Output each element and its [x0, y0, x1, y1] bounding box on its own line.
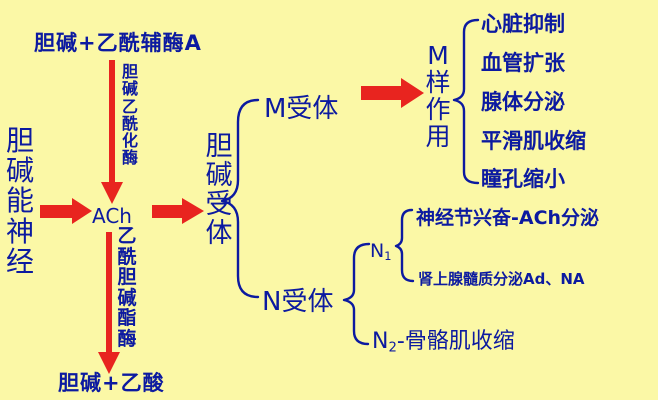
synthesis-substrates: 胆碱+乙酰辅酶A	[34, 31, 202, 55]
n2-effect: -骨骼肌收缩	[396, 329, 515, 354]
bracket-m-effects	[452, 18, 480, 185]
n1-subscript: 1	[384, 248, 392, 263]
n-receptor-label: N受体	[262, 287, 334, 317]
m-effect-4: 平滑肌收缩	[481, 129, 586, 153]
m-effect-1: 心脏抑制	[481, 12, 565, 36]
synthesis-enzyme: 胆碱乙酰化酶	[121, 62, 138, 168]
n2-line: N2-骨骼肌收缩	[372, 331, 515, 355]
m-effect-5: 瞳孔缩小	[481, 167, 565, 191]
n1-letter: N	[370, 240, 385, 262]
bracket-receptor	[220, 98, 260, 299]
arrow-ach-to-receptor	[152, 198, 204, 224]
n1-effect-1: 神经节兴奋-ACh分泌	[416, 207, 600, 229]
hydrolysis-enzyme: 乙酰胆碱酯酶	[117, 225, 137, 350]
hydrolysis-products: 胆碱+乙酸	[58, 371, 165, 395]
m-effect-3: 腺体分泌	[481, 90, 565, 114]
n2-subscript: 2	[388, 340, 397, 356]
bracket-n-receptor	[342, 242, 371, 346]
m-receptor-label: M受体	[264, 94, 339, 124]
n1-effect-2: 肾上腺髓质分泌Ad、NA	[418, 270, 585, 288]
m-like-action: M样作用	[425, 41, 451, 151]
arrow-synthesis	[101, 60, 123, 204]
n1-label: N1	[370, 242, 391, 262]
m-effect-2: 血管扩张	[481, 51, 565, 75]
arrow-neuron-to-ach	[40, 198, 92, 224]
ach-label: ACh	[92, 204, 132, 228]
cholinergic-neuron: 胆碱能神经	[5, 124, 34, 278]
bracket-n1	[394, 208, 415, 283]
arrow-hydrolysis	[98, 232, 120, 374]
arrow-m-to-action	[361, 78, 424, 108]
n2-letter: N	[372, 329, 389, 354]
cholinergic-receptor: 胆碱受体	[205, 131, 233, 250]
